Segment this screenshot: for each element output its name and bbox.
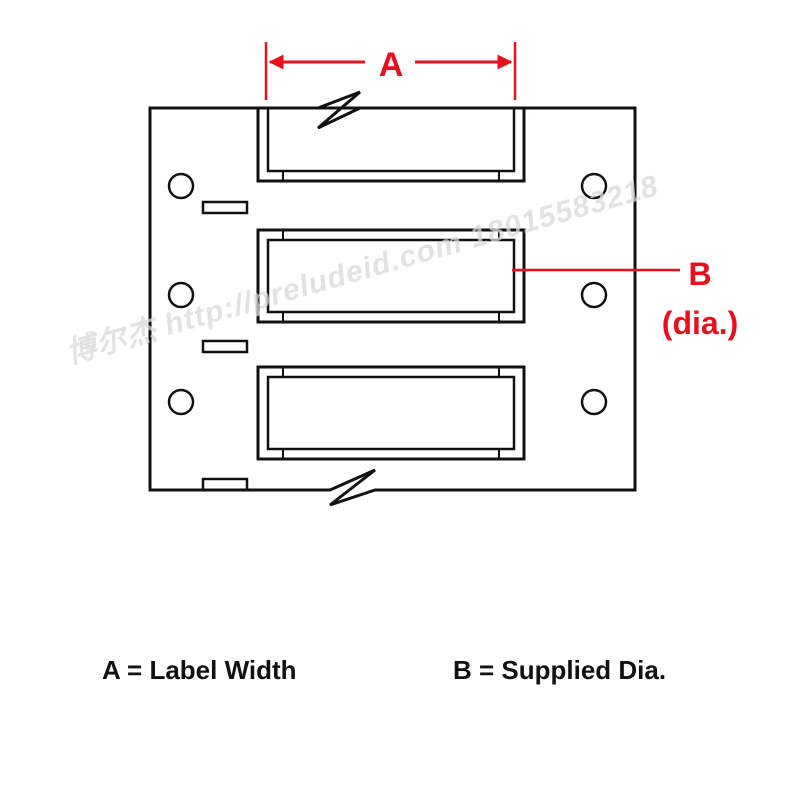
sprocket-hole-right-3 — [580, 388, 608, 416]
slot-1 — [201, 200, 249, 215]
dimension-b-label: B — [688, 256, 711, 292]
sprocket-hole-right-1 — [580, 172, 608, 200]
legend-label-width: A = Label Width — [102, 655, 297, 685]
slot-2 — [201, 339, 249, 354]
legend-supplied-dia: B = Supplied Dia. — [453, 655, 667, 685]
label-sleeve-top — [256, 106, 526, 183]
dimension-a-label: A — [379, 46, 404, 84]
dimension-b: B (dia.) — [512, 256, 738, 341]
dimension-b-sublabel: (dia.) — [662, 305, 738, 341]
label-sleeve-middle — [256, 228, 526, 324]
sprocket-hole-left-3 — [167, 388, 195, 416]
sprocket-hole-left-2 — [167, 281, 195, 309]
sprocket-hole-left-1 — [167, 172, 195, 200]
label-sleeve-bottom — [256, 365, 526, 461]
slot-3 — [201, 477, 249, 492]
carrier-sheet-outline — [148, 90, 637, 507]
sprocket-hole-right-2 — [580, 281, 608, 309]
dimension-a: A — [264, 42, 517, 100]
